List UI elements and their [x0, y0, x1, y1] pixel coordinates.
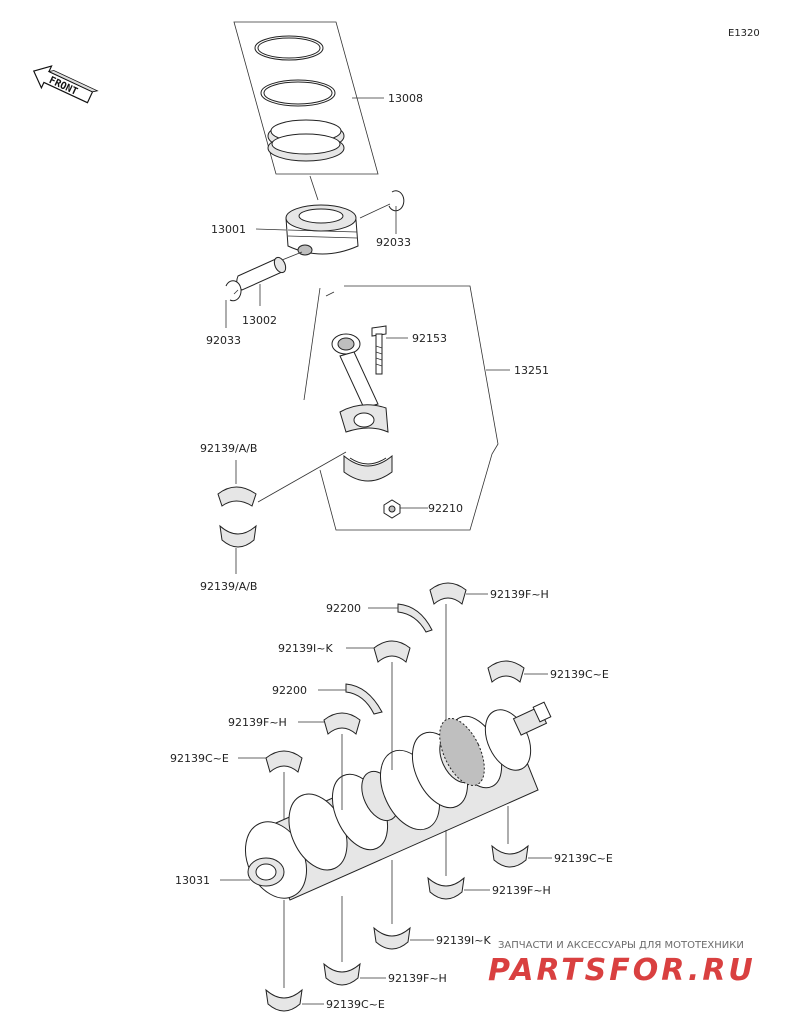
front-arrow-icon: FRONT	[32, 65, 99, 104]
main-bearing-bottom-1-icon	[491, 844, 529, 868]
label-13031: 13031	[175, 874, 210, 887]
diagram-code: E1320	[728, 28, 760, 39]
crankshaft-icon	[245, 701, 552, 901]
label-92210: 92210	[428, 502, 463, 515]
piston-pin-icon	[236, 256, 287, 291]
piston-ring-second-icon	[260, 79, 336, 107]
label-92033-right: 92033	[376, 236, 411, 249]
main-bearing-top-4-icon	[323, 712, 361, 735]
label-92139ab-upper: 92139/A/B	[200, 442, 257, 455]
main-bearing-bottom-4-icon	[323, 962, 361, 986]
label-92139ce-top-3: 92139C~E	[170, 752, 229, 765]
label-92139ce-bottom-5: 92139C~E	[326, 998, 385, 1011]
label-92139ce-bottom-1: 92139C~E	[554, 852, 613, 865]
main-bearing-top-3-icon	[265, 750, 303, 773]
piston-icon	[285, 204, 359, 256]
connecting-rod-box	[303, 285, 510, 531]
connecting-rod-icon	[331, 333, 389, 433]
label-92139fh-top-4: 92139F~H	[228, 716, 287, 729]
rod-bolt-icon	[371, 325, 387, 375]
watermark-tagline: ЗАПЧАСТИ И АКСЕССУАРЫ ДЛЯ МОТОТЕХНИКИ	[498, 940, 744, 951]
label-92200-2: 92200	[272, 684, 307, 697]
label-92200-1: 92200	[326, 602, 361, 615]
label-92033-left: 92033	[206, 334, 241, 347]
rod-cap-icon	[343, 454, 393, 482]
label-92139fh-bottom-2: 92139F~H	[492, 884, 551, 897]
label-92139ik-bottom-3: 92139I~K	[436, 934, 491, 947]
snap-ring-right-icon	[388, 190, 405, 212]
label-13008: 13008	[388, 92, 423, 105]
oil-ring-icon	[267, 119, 345, 162]
main-bearing-top-5-icon	[487, 660, 525, 683]
label-92139ab-lower: 92139/A/B	[200, 580, 257, 593]
label-13001: 13001	[211, 223, 246, 236]
main-bearing-top-2-icon	[373, 640, 411, 663]
label-92139fh-bottom-4: 92139F~H	[388, 972, 447, 985]
piston-ring-top-icon	[254, 35, 324, 61]
main-bearing-bottom-5-icon	[265, 988, 303, 1012]
main-bearing-bottom-3-icon	[373, 926, 411, 950]
rod-bearing-lower-icon	[219, 524, 257, 548]
main-bearing-top-1-icon	[429, 582, 467, 605]
piston-ring-box	[233, 21, 384, 175]
label-92139ik-top-2: 92139I~K	[278, 642, 333, 655]
rod-nut-icon	[383, 499, 401, 519]
label-92153: 92153	[412, 332, 447, 345]
thrust-washer-1-icon	[397, 603, 433, 633]
thrust-washer-2-icon	[345, 683, 383, 715]
main-bearing-bottom-2-icon	[427, 876, 465, 900]
label-92139ce-top-5: 92139C~E	[550, 668, 609, 681]
watermark-brand: PARTSFOR.RU	[488, 953, 756, 988]
label-13002: 13002	[242, 314, 277, 327]
label-13251: 13251	[514, 364, 549, 377]
rod-bearing-upper-icon	[217, 486, 257, 507]
snap-ring-left-icon	[225, 280, 242, 302]
label-92139fh-top-1: 92139F~H	[490, 588, 549, 601]
